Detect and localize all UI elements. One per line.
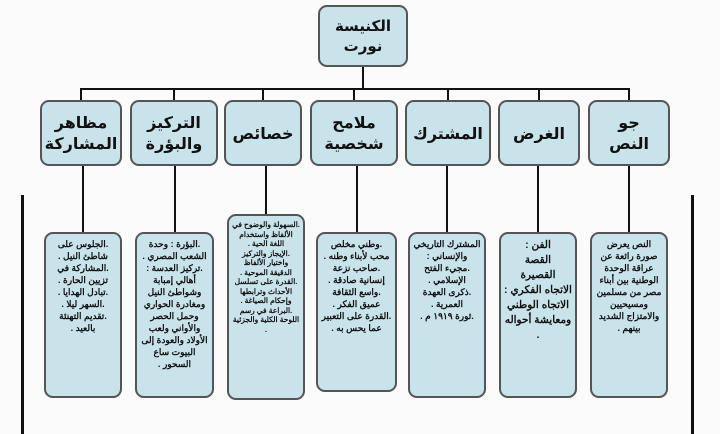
branch-header: ملامح شخصية [310,100,398,166]
branch-details: .البؤرة : وحدة الشعب المصري . .تركيز الع… [135,232,214,398]
detail-connector [355,166,358,232]
branch-details: .السهولة والوضوح في الألفاظ واستخدام الل… [227,214,305,400]
root-node: الكنيسة نورت [318,5,408,67]
details-text: .الجلوس على شاطئ النيل . .المشاركة في تز… [57,239,109,333]
details-text: النص يعرض صورة رائعة عن عراقة الوحدة الو… [596,239,662,333]
branch-header: مظاهر المشاركة [40,100,122,166]
branch-title: مظاهر المشاركة [44,113,118,153]
branch-header: الغرض [498,100,580,166]
details-text: المشترك التاريخي والإنساني : .مجيء الفتح… [413,239,481,321]
branch-details: النص يعرض صورة رائعة عن عراقة الوحدة الو… [590,232,668,398]
detail-connector [82,166,84,232]
details-text: .البؤرة : وحدة الشعب المصري . .تركيز الع… [141,239,208,369]
root-title: الكنيسة نورت [334,17,392,55]
branch-header: المشترك [405,100,491,166]
details-text: الفن : القصة القصيرة الاتجاه الفكري : ال… [504,239,572,341]
branch-connector [353,88,355,100]
branch-title: الغرض [513,123,565,143]
branch-title: خصائص [232,123,294,143]
branch-details: .الجلوس على شاطئ النيل . .المشاركة في تز… [44,232,122,398]
detail-connector [446,166,448,232]
details-text: .وطني مخلص محب لأبناء وطنه . .صاحب نزعة … [321,239,392,333]
branch-details: المشترك التاريخي والإنساني : .مجيء الفتح… [408,232,486,398]
detail-connector [173,166,176,232]
branch-title: جو النص [609,113,649,153]
branch-header: التركيز والبؤرة [130,100,218,166]
horizontal-connector [81,88,630,90]
branch-header: جو النص [588,100,670,166]
branch-connector [447,88,449,100]
branch-connector [80,88,82,100]
branch-header: خصائص [224,100,302,166]
branch-title: التركيز والبؤرة [145,113,203,153]
branch-connector [173,88,175,100]
right-border-line [691,195,694,434]
root-connector [362,67,364,89]
detail-connector [537,166,539,232]
detail-connector [628,166,630,232]
branch-title: المشترك [413,123,483,143]
details-text: .السهولة والوضوح في الألفاظ واستخدام الل… [232,220,300,334]
branch-title: ملامح شخصية [324,113,384,153]
branch-connector [538,88,540,100]
detail-connector [265,166,267,214]
branch-connector [262,88,264,100]
left-border-line [21,195,24,434]
branch-connector [628,88,630,100]
branch-details: الفن : القصة القصيرة الاتجاه الفكري : ال… [499,232,577,398]
branch-details: .وطني مخلص محب لأبناء وطنه . .صاحب نزعة … [316,232,397,392]
